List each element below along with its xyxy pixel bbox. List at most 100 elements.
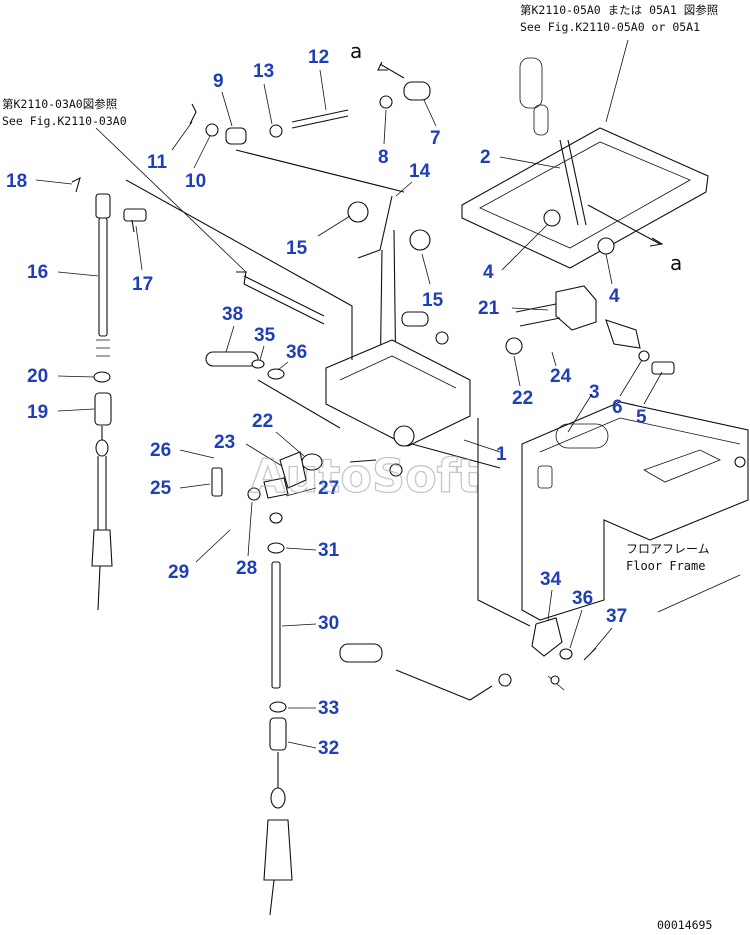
leader-28 xyxy=(247,501,253,557)
yoke-bracket xyxy=(401,285,675,375)
callout-12: 12 xyxy=(308,47,329,68)
callout-17: 17 xyxy=(132,274,153,295)
callout-22b: 22 xyxy=(252,411,273,432)
leader-10 xyxy=(193,135,211,169)
lower-cable-assembly xyxy=(211,467,293,916)
callout-19: 19 xyxy=(27,402,48,423)
leader-37 xyxy=(591,627,613,653)
ref-top-right-en: See Fig.K2110-05A0 or 05A1 xyxy=(520,20,700,34)
leader-38 xyxy=(225,325,235,353)
floor-frame-leader xyxy=(657,574,741,613)
callout-9: 9 xyxy=(213,71,224,92)
callout-2: 2 xyxy=(480,147,491,168)
leader-6 xyxy=(619,359,643,397)
callout-21: 21 xyxy=(478,298,500,319)
leader-15b xyxy=(421,253,431,285)
leader-26 xyxy=(179,449,215,459)
callout-4a: 4 xyxy=(483,262,494,283)
leader-12 xyxy=(319,69,327,111)
callout-33: 33 xyxy=(318,698,339,719)
ref-leader-top-left xyxy=(95,127,247,273)
leader-31 xyxy=(285,547,317,551)
leader-17 xyxy=(135,225,143,271)
ref-top-left-jp: 第K2110-03A0図参照 xyxy=(2,97,117,111)
leader-11 xyxy=(171,121,193,151)
callout-11: 11 xyxy=(147,152,168,173)
arrow-letter-right: a xyxy=(670,251,682,275)
ref-top-left-en: See Fig.K2110-03A0 xyxy=(2,114,127,128)
lever-bracket xyxy=(125,179,471,447)
callout-34: 34 xyxy=(540,569,562,590)
leader-14 xyxy=(395,181,413,197)
callout-38: 38 xyxy=(222,304,243,325)
callout-31: 31 xyxy=(318,540,340,561)
leader-9 xyxy=(221,91,233,127)
callout-36a: 36 xyxy=(286,342,307,363)
leader-27 xyxy=(285,487,317,497)
leader-8 xyxy=(383,109,387,145)
callout-29: 29 xyxy=(168,562,189,583)
callout-6: 6 xyxy=(612,397,623,418)
leader-36a xyxy=(277,361,289,371)
callout-27: 27 xyxy=(318,478,339,499)
callout-37: 37 xyxy=(606,606,627,627)
leader-24 xyxy=(551,351,557,367)
callout-26: 26 xyxy=(150,440,171,461)
callout-8: 8 xyxy=(378,147,389,168)
leader-16 xyxy=(57,271,99,277)
callout-4b: 4 xyxy=(609,286,620,307)
leader-2 xyxy=(499,156,561,169)
callout-1: 1 xyxy=(496,444,507,465)
callout-24: 24 xyxy=(550,366,572,387)
callout-22a: 22 xyxy=(512,388,533,409)
leader-21 xyxy=(511,307,549,311)
cover-plate xyxy=(461,57,709,269)
callout-15b: 15 xyxy=(422,290,444,311)
leader-20 xyxy=(57,375,95,378)
arrow-letter-top: a xyxy=(350,39,362,63)
leader-34 xyxy=(547,589,553,621)
leader-22b xyxy=(275,431,305,457)
leader-32 xyxy=(287,741,317,749)
callouts: 1 2 3 4 4 5 6 7 8 9 10 11 12 13 14 15 15… xyxy=(6,47,647,759)
floor-frame xyxy=(521,401,749,621)
callout-28: 28 xyxy=(236,558,257,579)
callout-10: 10 xyxy=(185,171,206,192)
floor-frame-en: Floor Frame xyxy=(626,559,705,573)
floor-frame-jp: フロアフレーム xyxy=(626,542,710,556)
leader-30 xyxy=(281,623,317,627)
watermark: AutoSoft xyxy=(250,449,479,503)
callout-3: 3 xyxy=(589,382,600,403)
lower-lever-assembly xyxy=(339,418,597,701)
ref-leader-top-right xyxy=(605,39,629,123)
callout-5: 5 xyxy=(636,407,647,428)
figure-number: 00014695 xyxy=(657,918,712,932)
callout-7: 7 xyxy=(430,128,441,149)
leader-1 xyxy=(463,439,501,453)
leader-4a xyxy=(501,223,549,271)
callout-13: 13 xyxy=(253,61,274,82)
callout-35: 35 xyxy=(254,325,276,346)
leader-23 xyxy=(245,443,283,467)
callout-15a: 15 xyxy=(286,238,308,259)
leader-18 xyxy=(35,179,73,185)
callout-32: 32 xyxy=(318,738,339,759)
leader-25 xyxy=(179,483,211,489)
leader-5 xyxy=(643,371,663,405)
callout-23: 23 xyxy=(214,432,235,453)
pin-assembly xyxy=(205,271,325,380)
callout-14: 14 xyxy=(409,161,431,182)
leader-13 xyxy=(263,83,273,125)
leader-4b xyxy=(605,253,613,285)
leader-3 xyxy=(567,393,593,433)
center-link xyxy=(263,443,501,524)
leader-19 xyxy=(57,408,95,412)
callout-16: 16 xyxy=(27,262,48,283)
ref-top-right-jp: 第K2110-05A0 または 05A1 図参照 xyxy=(520,3,718,17)
leader-29 xyxy=(195,529,231,563)
callout-36b: 36 xyxy=(572,588,593,609)
left-cable-assembly xyxy=(71,176,147,611)
callout-18: 18 xyxy=(6,171,27,192)
upper-rod-assembly xyxy=(189,61,431,193)
